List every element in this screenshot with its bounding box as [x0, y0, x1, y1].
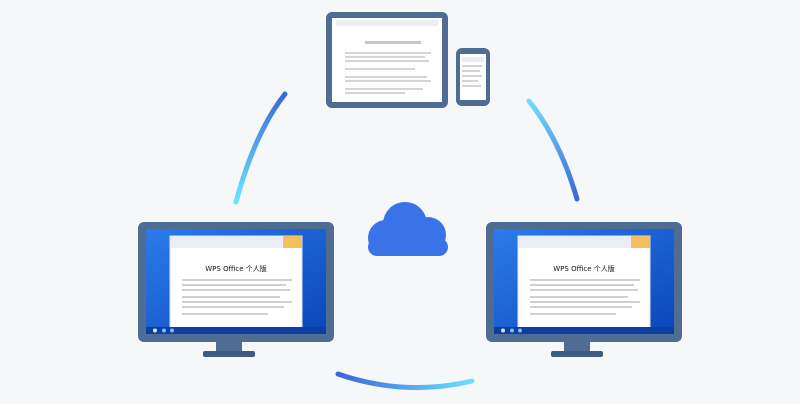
sync-arc-bottom [335, 371, 475, 391]
phone-device [456, 48, 490, 106]
sync-arc-right [526, 98, 580, 202]
left-document-title: WPS Office 个人版 [205, 264, 266, 273]
left-monitor: WPS Office 个人版 [138, 222, 334, 357]
right-document-lines [530, 279, 640, 315]
tablet-document-lines [336, 20, 438, 94]
right-monitor: WPS Office 个人版 [486, 222, 682, 357]
right-document-title: WPS Office 个人版 [553, 264, 614, 273]
sync-arc-left [233, 91, 288, 205]
tablet-device [326, 12, 448, 108]
left-document-lines [182, 279, 292, 315]
cloud-icon [368, 202, 448, 256]
